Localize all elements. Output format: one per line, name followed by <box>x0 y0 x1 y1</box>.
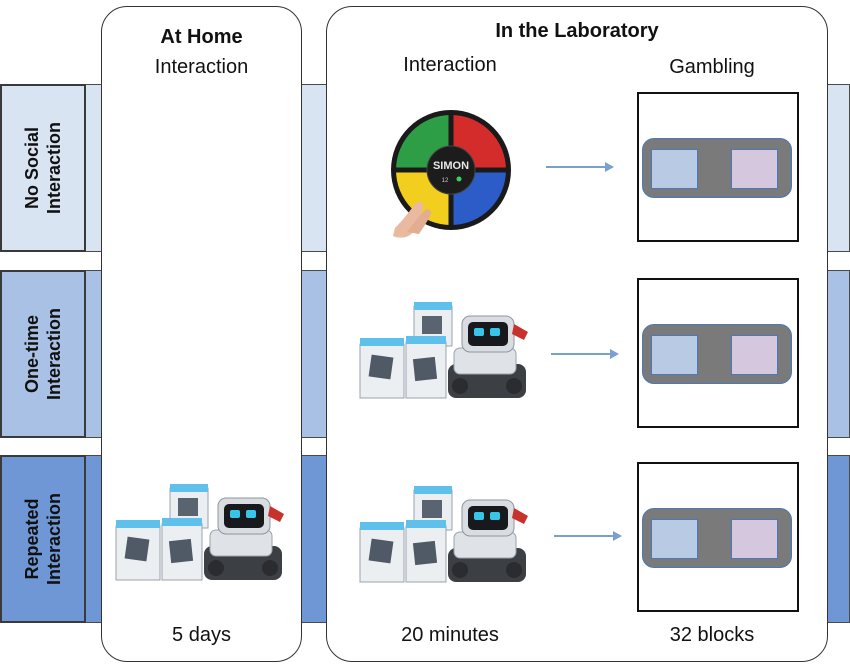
gambling-option-left <box>651 335 698 375</box>
row-label-text: One-time Interaction <box>22 307 65 401</box>
gambling-screen <box>637 278 799 428</box>
gambling-option-tray <box>642 508 792 568</box>
lab-title: In the Laboratory <box>495 20 659 42</box>
home-subtitle: Interaction <box>154 56 249 78</box>
cozmo-robot-image <box>115 484 284 581</box>
gambling-option-left <box>651 519 698 559</box>
home-title: At Home <box>160 26 243 48</box>
cozmo-robot-image <box>359 302 528 399</box>
arrow-right-icon <box>551 349 619 359</box>
simon-game-image: SIMON 12 <box>391 110 511 238</box>
gambling-option-right <box>731 335 778 375</box>
row-label-text: Repeated Interaction <box>22 492 65 586</box>
lab-gambling-footer: 32 blocks <box>669 624 755 646</box>
arrow-right-icon <box>554 531 622 541</box>
gambling-option-left <box>651 149 698 189</box>
lab-interaction-footer: 20 minutes <box>401 624 499 646</box>
row-label-no-social: No Social Interaction <box>0 84 86 252</box>
home-footer: 5 days <box>172 624 231 646</box>
row-label-repeated: Repeated Interaction <box>0 455 86 623</box>
gambling-option-right <box>731 149 778 189</box>
row-label-one-time: One-time Interaction <box>0 270 86 438</box>
row-label-text: No Social Interaction <box>22 121 65 215</box>
lab-gambling-subtitle: Gambling <box>669 56 755 78</box>
arrow-right-icon <box>546 162 614 172</box>
lab-interaction-subtitle: Interaction <box>403 54 497 76</box>
cozmo-robot-image <box>359 486 528 583</box>
svg-text:12: 12 <box>442 178 449 184</box>
gambling-screen <box>637 92 799 242</box>
svg-text:SIMON: SIMON <box>433 160 469 172</box>
gambling-screen <box>637 462 799 612</box>
gambling-option-tray <box>642 138 792 198</box>
gambling-option-right <box>731 519 778 559</box>
gambling-option-tray <box>642 324 792 384</box>
